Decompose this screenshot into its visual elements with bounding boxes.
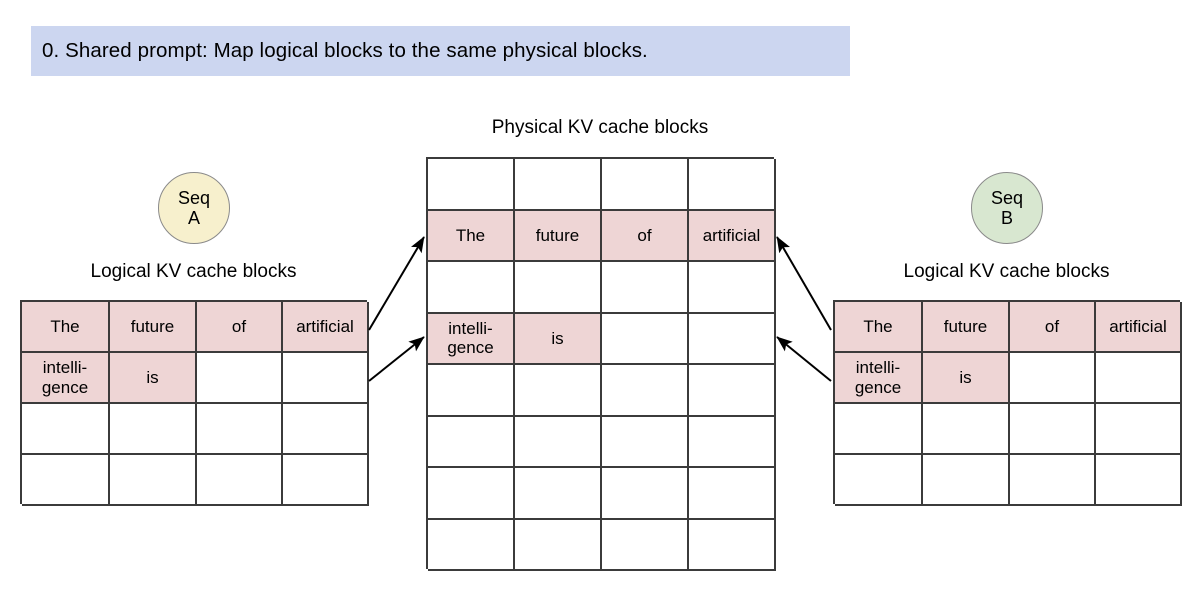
arrow-left-row1-to-physical-row2 [368, 236, 425, 331]
kv-cell-r4-c4 [1096, 455, 1182, 506]
kv-cell-r2-c2: is [923, 353, 1010, 404]
kv-cell-r1-c3 [602, 159, 689, 211]
kv-cell-r4-c3 [1010, 455, 1096, 506]
kv-cell-r1-c2: future [923, 302, 1010, 353]
kv-cell-r8-c4 [689, 519, 776, 571]
kv-cell-r7-c3 [602, 468, 689, 520]
seq-a-label-line2: A [187, 208, 200, 228]
kv-cell-r5-c3 [602, 365, 689, 417]
physical-table-caption: Physical KV cache blocks [491, 117, 709, 138]
kv-cell-r8-c1 [428, 519, 515, 571]
kv-cell-r2-c3 [1010, 353, 1096, 404]
right-logical-table-caption: Logical KV cache blocks [903, 261, 1110, 282]
kv-cell-r4-c3 [602, 313, 689, 365]
kv-cell-r3-c3 [197, 404, 283, 455]
kv-cell-r3-c4 [283, 404, 369, 455]
kv-cell-r6-c4 [689, 416, 776, 468]
kv-cell-r4-c1: intelli-gence [428, 313, 515, 365]
seq-a-label-line1: Seq [177, 187, 211, 208]
kv-cell-r5-c1 [428, 365, 515, 417]
kv-cell-r3-c2 [110, 404, 197, 455]
kv-cell-r5-c4 [689, 365, 776, 417]
kv-cell-r1-c1: The [835, 302, 923, 353]
arrow-left-row2-to-physical-row4 [368, 336, 425, 382]
kv-cell-r4-c3 [197, 455, 283, 506]
kv-cell-r2-c4 [1096, 353, 1182, 404]
kv-cell-r3-c2 [515, 262, 602, 314]
kv-cell-r5-c2 [515, 365, 602, 417]
kv-cell-r3-c2 [923, 404, 1010, 455]
seq-b-label-line2: B [1000, 208, 1013, 228]
kv-cell-r1-c4: artificial [1096, 302, 1182, 353]
kv-cell-r3-c1 [835, 404, 923, 455]
kv-cell-r1-c4 [689, 159, 776, 211]
kv-cell-r6-c3 [602, 416, 689, 468]
kv-cell-r2-c2: is [110, 353, 197, 404]
kv-cell-r3-c1 [22, 404, 110, 455]
kv-cell-r8-c2 [515, 519, 602, 571]
kv-cell-r2-c2: future [515, 210, 602, 262]
kv-cell-r4-c2: is [515, 313, 602, 365]
kv-cell-r4-c2 [110, 455, 197, 506]
kv-cell-r2-c1: intelli-gence [835, 353, 923, 404]
kv-cell-r3-c4 [1096, 404, 1182, 455]
seq-b-label-line1: Seq [990, 187, 1024, 208]
left-logical-table-caption: Logical KV cache blocks [90, 261, 297, 282]
kv-cell-r1-c2 [515, 159, 602, 211]
kv-cell-r7-c1 [428, 468, 515, 520]
kv-cell-r3-c3 [602, 262, 689, 314]
kv-cell-r1-c2: future [110, 302, 197, 353]
kv-cell-r2-c4: artificial [689, 210, 776, 262]
kv-cell-r7-c4 [689, 468, 776, 520]
kv-cell-r6-c1 [428, 416, 515, 468]
kv-cell-r2-c1: The [428, 210, 515, 262]
kv-cell-r3-c1 [428, 262, 515, 314]
arrow-right-row1-to-physical-row2 [776, 236, 832, 331]
kv-cell-r8-c3 [602, 519, 689, 571]
kv-cell-r1-c1: The [22, 302, 110, 353]
kv-cell-r2-c1: intelli-gence [22, 353, 110, 404]
kv-cell-r2-c3 [197, 353, 283, 404]
kv-cell-r4-c4 [283, 455, 369, 506]
kv-cell-r2-c3: of [602, 210, 689, 262]
seq-b-badge: Seq B [971, 172, 1043, 244]
kv-cell-r1-c3: of [197, 302, 283, 353]
kv-cell-r4-c1 [835, 455, 923, 506]
seq-a-badge: Seq A [158, 172, 230, 244]
kv-cell-r1-c4: artificial [283, 302, 369, 353]
step-banner-text: 0. Shared prompt: Map logical blocks to … [42, 38, 648, 62]
kv-cell-r6-c2 [515, 416, 602, 468]
kv-cell-r4-c1 [22, 455, 110, 506]
kv-cell-r4-c2 [923, 455, 1010, 506]
kv-cell-r2-c4 [283, 353, 369, 404]
arrow-right-row2-to-physical-row4 [776, 336, 832, 382]
kv-cell-r3-c3 [1010, 404, 1096, 455]
kv-cell-r4-c4 [689, 313, 776, 365]
kv-cell-r3-c4 [689, 262, 776, 314]
step-banner: 0. Shared prompt: Map logical blocks to … [31, 26, 850, 76]
kv-cell-r1-c1 [428, 159, 515, 211]
kv-cell-r1-c3: of [1010, 302, 1096, 353]
kv-cell-r7-c2 [515, 468, 602, 520]
